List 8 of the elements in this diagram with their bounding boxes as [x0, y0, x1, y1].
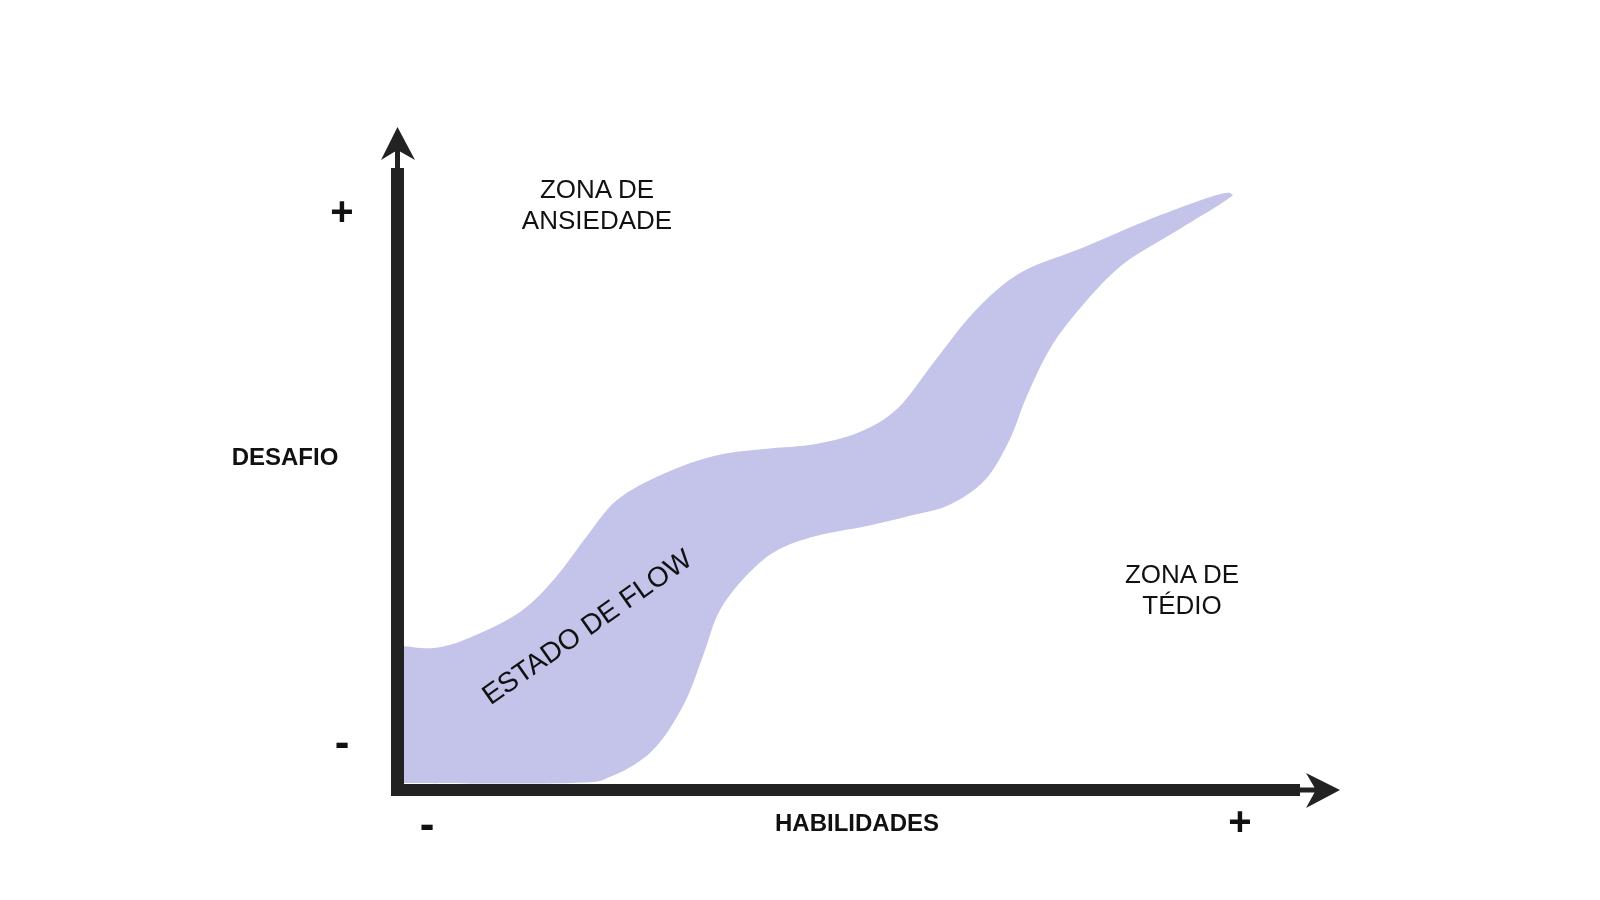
axis-title: HABILIDADES [775, 811, 939, 835]
zone-label: ZONA DE ANSIEDADE [520, 174, 674, 236]
axis-max-label: + [1228, 801, 1252, 841]
axis-min-label: - [334, 720, 350, 764]
zone-label: ZONA DE TÉDIO [1123, 559, 1241, 621]
axis-title: DESAFIO [231, 445, 339, 469]
axis-min-label: - [419, 802, 435, 846]
axis-max-label: + [330, 191, 354, 231]
